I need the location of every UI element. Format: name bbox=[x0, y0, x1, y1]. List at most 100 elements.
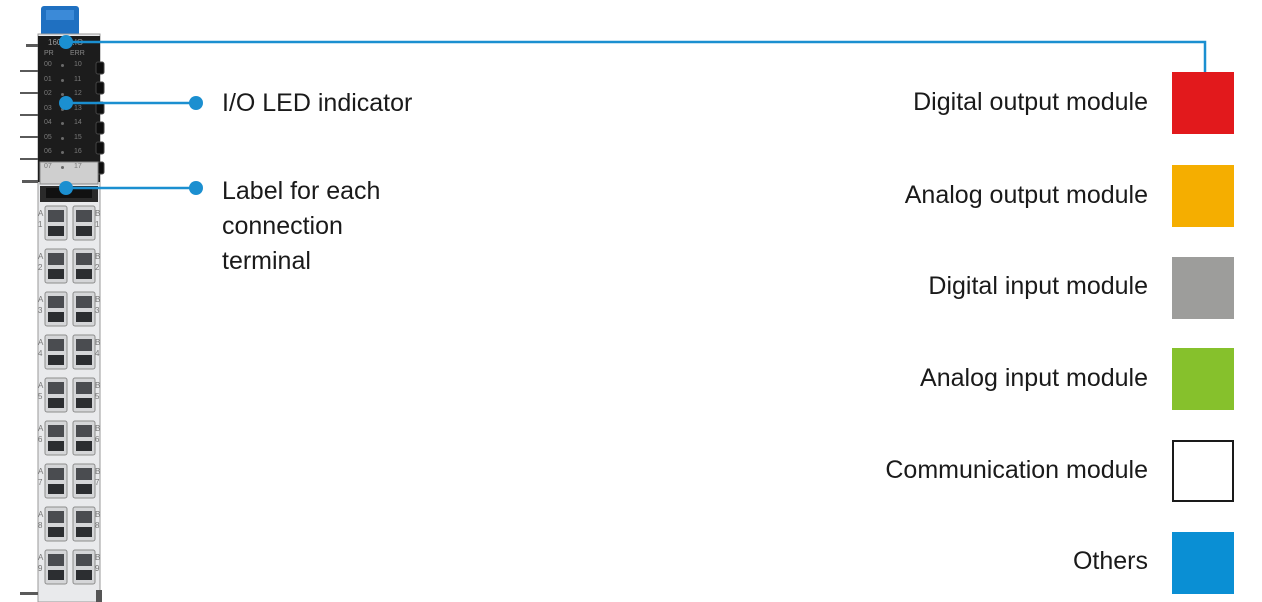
led-callout-dot-module bbox=[59, 96, 73, 110]
terminal-label-line-2: connection bbox=[222, 212, 343, 240]
legend-swatch-digital-output bbox=[1172, 72, 1234, 134]
led-label: 11 bbox=[74, 75, 82, 83]
led-label: 13 bbox=[74, 104, 82, 112]
terminal-release-a bbox=[48, 468, 64, 480]
led-label: 10 bbox=[74, 61, 82, 68]
terminal-side-a-label: A bbox=[38, 510, 44, 519]
legend-swatch-analog-output bbox=[1172, 165, 1234, 227]
terminal-opening-b bbox=[76, 527, 92, 537]
terminal-release-b bbox=[76, 554, 92, 566]
led-label: 16 bbox=[74, 148, 82, 155]
legend-swatch-communication bbox=[1172, 440, 1234, 502]
led-label: 07 bbox=[44, 162, 52, 170]
legend-swatch-analog-input bbox=[1172, 348, 1234, 410]
led-label: 05 bbox=[44, 133, 52, 141]
terminal-opening-b bbox=[76, 441, 92, 451]
terminal-side-a-label: A bbox=[38, 338, 44, 347]
terminal-release-a bbox=[48, 511, 64, 523]
terminal-opening-b bbox=[76, 570, 92, 580]
terminal-side-b-label: B bbox=[95, 209, 100, 218]
terminal-side-b-label: B bbox=[95, 381, 100, 390]
terminal-number-label: 4 bbox=[95, 349, 100, 358]
terminal-side-a-label: A bbox=[38, 295, 44, 304]
terminal-opening-b bbox=[76, 355, 92, 365]
led-label: 12 bbox=[74, 90, 82, 97]
terminal-opening-a bbox=[48, 484, 64, 494]
terminal-side-a-label: A bbox=[38, 381, 44, 390]
led-label: 06 bbox=[44, 148, 52, 155]
led-label: 02 bbox=[44, 90, 52, 97]
terminal-opening-b bbox=[76, 398, 92, 408]
terminal-opening-a bbox=[48, 570, 64, 580]
terminal-opening-a bbox=[48, 312, 64, 322]
terminal-number-label: 6 bbox=[38, 435, 43, 444]
led-dot bbox=[61, 93, 64, 96]
terminal-side-b-label: B bbox=[95, 424, 100, 433]
terminal-release-a bbox=[48, 339, 64, 351]
terminal-opening-a bbox=[48, 269, 64, 279]
terminal-side-b-label: B bbox=[95, 338, 100, 347]
terminal-number-label: 1 bbox=[95, 220, 100, 229]
terminal-side-a-label: A bbox=[38, 424, 44, 433]
legend-label-analog-input: Analog input module bbox=[920, 364, 1148, 392]
legend-label-digital-input: Digital input module bbox=[928, 272, 1148, 300]
terminal-number-label: 8 bbox=[38, 521, 43, 530]
led-callout-dot-end bbox=[189, 96, 203, 110]
legend-label-analog-output: Analog output module bbox=[904, 181, 1148, 209]
terminal-number-label: 4 bbox=[38, 349, 43, 358]
terminal-number-label: 9 bbox=[38, 564, 43, 573]
terminal-release-a bbox=[48, 554, 64, 566]
terminal-side-b-label: B bbox=[95, 553, 100, 562]
led-label: 03 bbox=[44, 104, 52, 112]
terminal-opening-a bbox=[48, 441, 64, 451]
terminal-number-label: 5 bbox=[38, 392, 43, 401]
terminal-release-b bbox=[76, 296, 92, 308]
led-label: 01 bbox=[44, 75, 52, 83]
terminal-opening-b bbox=[76, 312, 92, 322]
terminal-opening-a bbox=[48, 527, 64, 537]
connector-dot-module-top bbox=[59, 35, 73, 49]
side-pins bbox=[20, 44, 38, 595]
terminal-side-a-label: A bbox=[38, 209, 44, 218]
led-indicator-label: I/O LED indicator bbox=[222, 89, 413, 117]
terminal-side-b-label: B bbox=[95, 252, 100, 261]
led-header-pr: PR bbox=[44, 50, 54, 57]
terminal-number-label: 6 bbox=[95, 435, 100, 444]
terminal-number-label: 9 bbox=[95, 564, 100, 573]
terminal-release-b bbox=[76, 339, 92, 351]
terminal-release-a bbox=[48, 253, 64, 265]
legend-label-digital-output: Digital output module bbox=[913, 88, 1148, 116]
terminal-side-a-label: A bbox=[38, 553, 44, 562]
terminal-release-b bbox=[76, 425, 92, 437]
terminal-release-a bbox=[48, 210, 64, 222]
terminal-opening-a bbox=[48, 355, 64, 365]
terminal-side-a-label: A bbox=[38, 467, 44, 476]
terminal-number-label: 1 bbox=[38, 220, 43, 229]
led-dot bbox=[61, 151, 64, 154]
terminal-label-line-3: terminal bbox=[222, 247, 311, 275]
terminal-label-line-1: Label for each bbox=[222, 177, 381, 205]
terminal-number-label: 3 bbox=[95, 306, 100, 315]
terminal-opening-b bbox=[76, 269, 92, 279]
led-dot bbox=[61, 136, 64, 140]
terminal-side-b-label: B bbox=[95, 510, 100, 519]
led-label: 04 bbox=[44, 119, 52, 126]
terminal-side-b-label: B bbox=[95, 467, 100, 476]
led-label: 00 bbox=[44, 61, 52, 68]
terminal-side-a-label: A bbox=[38, 252, 44, 261]
terminal-opening-a bbox=[48, 398, 64, 408]
led-dot bbox=[61, 165, 64, 169]
led-label: 15 bbox=[74, 133, 82, 141]
led-dot bbox=[61, 64, 64, 67]
terminal-release-a bbox=[48, 425, 64, 437]
legend-swatch-digital-input bbox=[1172, 257, 1234, 319]
terminal-opening-a bbox=[48, 226, 64, 236]
terminal-number-label: 7 bbox=[95, 478, 100, 487]
terminal-opening-b bbox=[76, 484, 92, 494]
legend-swatch-others bbox=[1172, 532, 1234, 594]
terminal-number-label: 3 bbox=[38, 306, 43, 315]
terminal-release-b bbox=[76, 511, 92, 523]
led-label: 17 bbox=[74, 162, 82, 170]
